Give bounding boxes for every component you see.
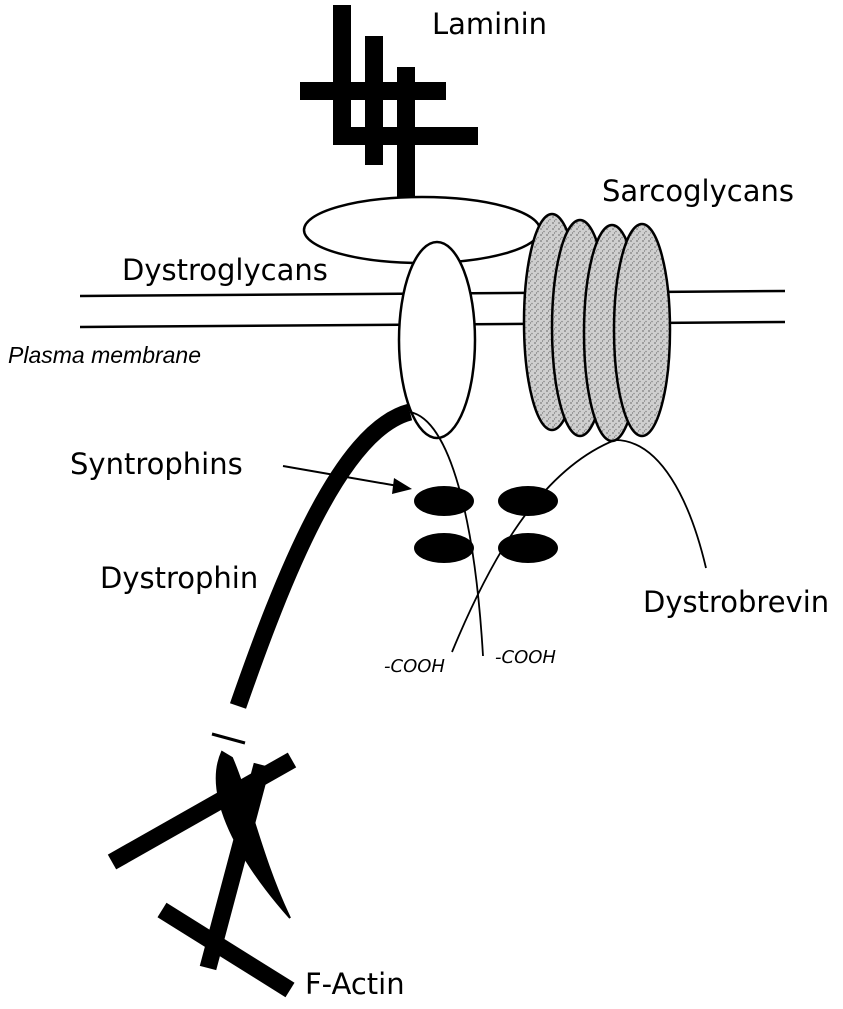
laminin-label: Laminin [432, 7, 547, 41]
sarcoglycan-complex [524, 214, 670, 441]
break-mark [212, 734, 245, 743]
dystroglycan-beta [399, 242, 475, 438]
syntrophin-group [414, 486, 558, 563]
cooh-right-label: -COOH [495, 647, 556, 668]
dystrobrevin-strand [452, 440, 706, 652]
sarcoglycans-label: Sarcoglycans [602, 174, 794, 208]
dystrobrevin-label: Dystrobrevin [643, 585, 829, 619]
plasma-membrane-label: Plasma membrane [8, 342, 201, 368]
syntrophins-label: Syntrophins [70, 447, 243, 481]
f-actin-shape [112, 752, 292, 990]
f-actin-label: F-Actin [305, 967, 405, 1001]
cooh-left-label: -COOH [384, 656, 445, 677]
dystroglycans-label: Dystroglycans [122, 253, 328, 287]
dystrophin-label: Dystrophin [100, 561, 258, 595]
